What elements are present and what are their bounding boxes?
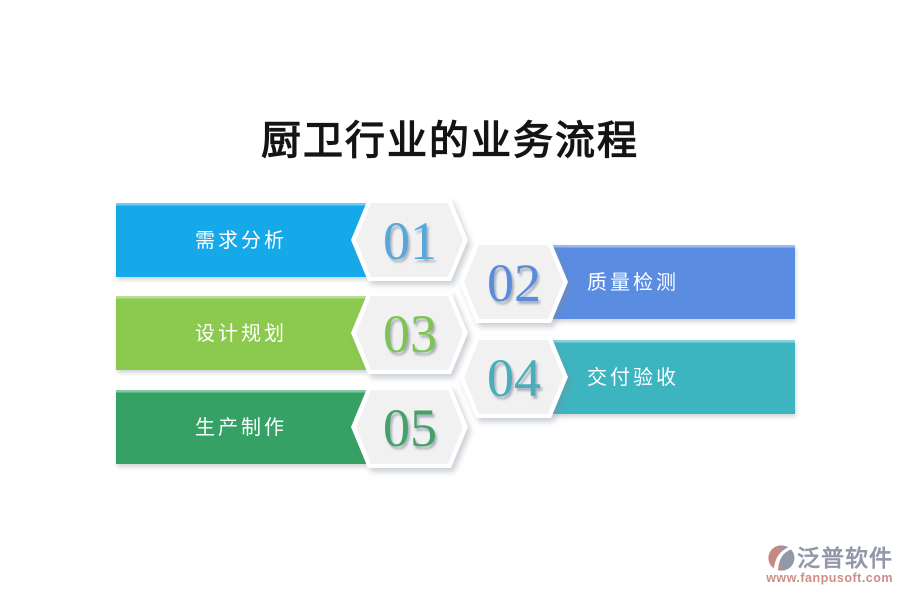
brand-url: www.fanpusoft.com xyxy=(766,571,893,585)
step-item-03: 03 设计规划 xyxy=(116,292,476,374)
step-number: 02 xyxy=(487,253,541,313)
step-number: 03 xyxy=(383,304,437,364)
step-bar xyxy=(553,245,795,319)
step-item-04: 04 交付验收 xyxy=(459,336,795,418)
step-number: 05 xyxy=(383,398,437,458)
step-bar xyxy=(116,203,366,277)
step-number-plate xyxy=(351,199,468,281)
step-number: 01 xyxy=(383,211,437,271)
brand-name: 泛普软件 xyxy=(797,545,893,571)
page-title: 厨卫行业的业务流程 xyxy=(261,118,639,163)
step-bar xyxy=(553,340,795,414)
step-number-plate xyxy=(351,292,468,374)
step-number-plate xyxy=(351,386,468,468)
step-number-plate xyxy=(459,336,568,418)
step-label: 交付验收 xyxy=(587,367,679,389)
step-label: 质量检测 xyxy=(587,272,679,294)
step-bar xyxy=(116,296,366,370)
step-number: 04 xyxy=(487,348,541,408)
step-number-plate xyxy=(459,241,568,323)
step-item-02: 02 质量检测 xyxy=(459,241,795,323)
step-label: 生产制作 xyxy=(195,417,287,439)
step-label: 需求分析 xyxy=(195,230,287,252)
step-label: 设计规划 xyxy=(195,323,287,345)
watermark: 泛普软件 www.fanpusoft.com xyxy=(766,544,893,585)
step-item-01: 01 需求分析 xyxy=(116,199,476,281)
fanpu-logo-icon xyxy=(768,545,795,571)
step-bar xyxy=(116,390,366,464)
step-item-05: 05 生产制作 xyxy=(116,386,476,468)
